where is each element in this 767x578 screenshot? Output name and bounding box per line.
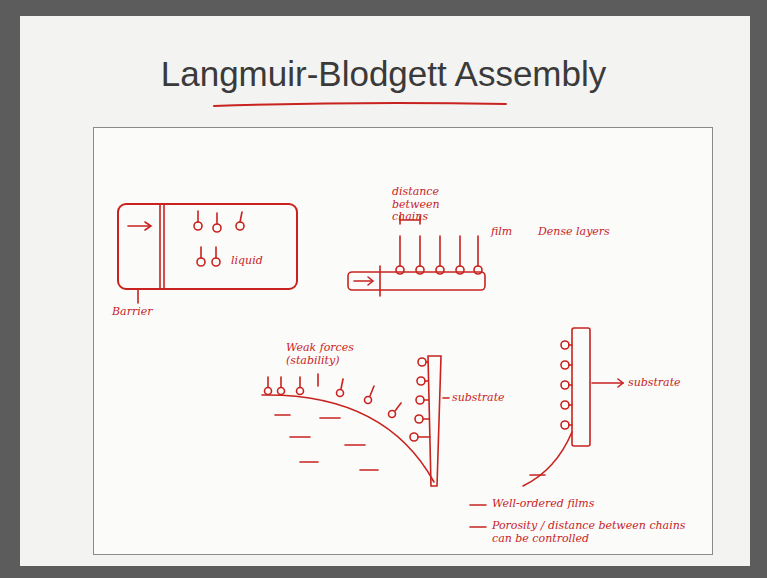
spacing-label: distance between chains	[392, 186, 472, 224]
conclusion-note: Porosity / distance between chains can b…	[492, 520, 692, 545]
substrate-label: substrate	[628, 377, 681, 390]
liquid-label: liquid	[231, 255, 263, 268]
forces-label: Weak forces (stability)	[286, 342, 366, 367]
note-label: Dense layers	[538, 226, 610, 239]
film-label: film	[491, 226, 512, 239]
barrier-label: Barrier	[112, 306, 152, 319]
conclusion-note: Well-ordered films	[492, 498, 594, 511]
substrate-label: substrate	[452, 392, 505, 405]
slide-title: Langmuir-Blodgett Assembly	[0, 54, 767, 94]
trough-box: liquid	[117, 203, 298, 290]
